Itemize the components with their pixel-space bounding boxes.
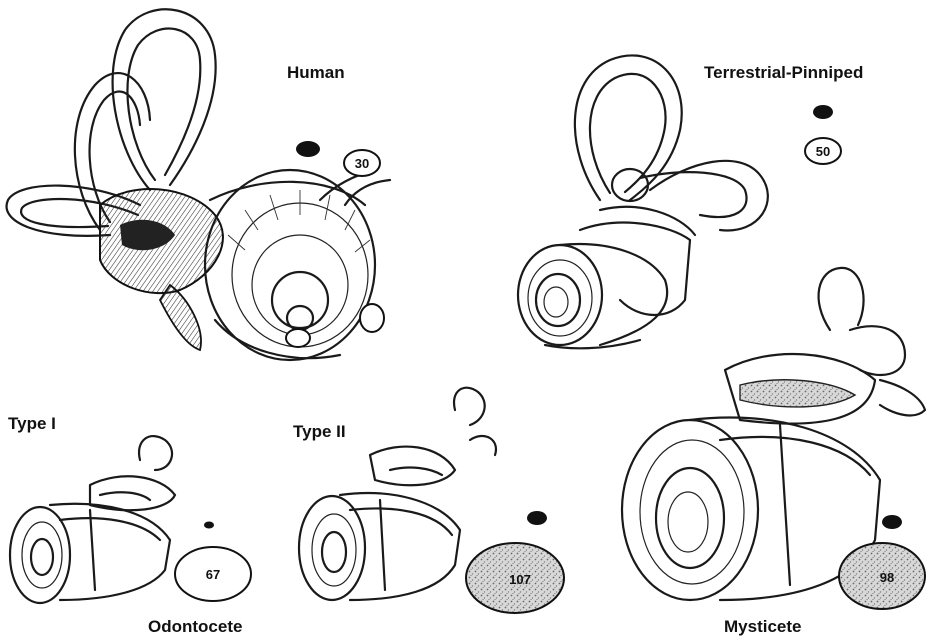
type-1-label: Type I bbox=[8, 414, 56, 434]
human-label: Human bbox=[287, 63, 345, 83]
type-1-size-marker bbox=[175, 522, 251, 602]
terrestrial-pinniped-value: 50 bbox=[816, 144, 830, 159]
human-inner-ear-drawing bbox=[7, 9, 390, 360]
mysticete-value: 98 bbox=[880, 570, 894, 585]
odontocete-type-1-inner-ear-drawing bbox=[10, 436, 175, 603]
odontocete-type-2-inner-ear-drawing bbox=[299, 388, 496, 600]
terrestrial-pinniped-inner-ear-drawing bbox=[518, 55, 768, 348]
type-2-size-marker bbox=[466, 511, 564, 613]
mysticete-size-marker bbox=[839, 515, 925, 609]
mysticete-label: Mysticete bbox=[724, 617, 801, 637]
odontocete-label: Odontocete bbox=[148, 617, 242, 637]
terrestrial-pinniped-label: Terrestrial-Pinniped bbox=[704, 63, 863, 83]
type-1-value: 67 bbox=[206, 567, 220, 582]
human-value: 30 bbox=[355, 156, 369, 171]
type-2-value: 107 bbox=[509, 572, 531, 587]
type-2-label: Type II bbox=[293, 422, 346, 442]
